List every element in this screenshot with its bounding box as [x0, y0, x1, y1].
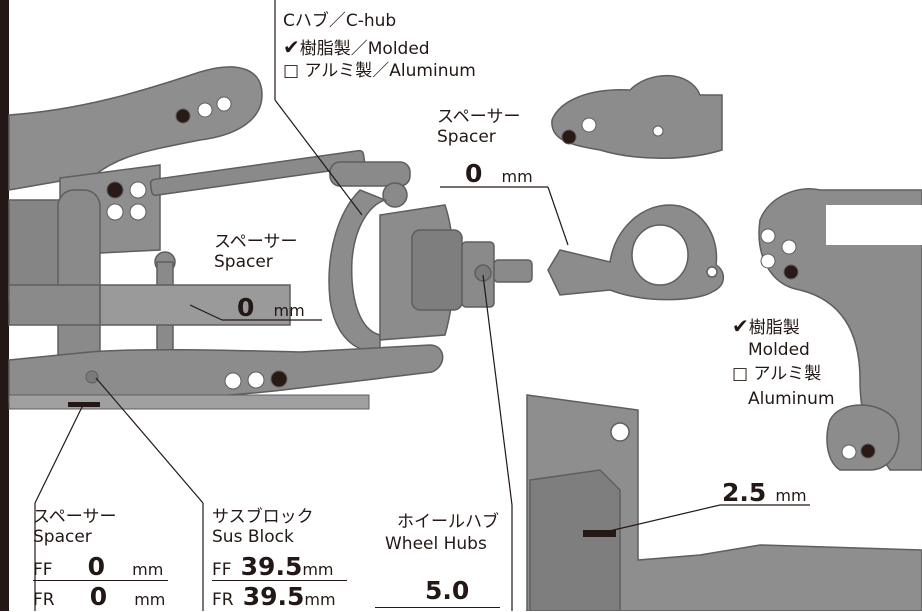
- rear-molded-en: Molded: [748, 340, 810, 360]
- check-mark-icon: ✔: [732, 314, 749, 338]
- spacer-top-jp: スペーサー: [437, 107, 521, 127]
- spacer-right-value: 2.5 mm: [722, 478, 807, 508]
- spacer-left-en: Spacer: [214, 252, 273, 272]
- row-unit: mm: [132, 560, 164, 579]
- spacer-left-value: 0 mm: [237, 293, 305, 323]
- sus-block-part: [8, 284, 291, 326]
- row-label: FR: [212, 590, 234, 610]
- row-value: 0: [89, 582, 108, 611]
- knuckle-top-part: [551, 74, 723, 159]
- spacer-left-jp: スペーサー: [214, 232, 298, 252]
- chassis-plate: [8, 394, 370, 410]
- rear-hub-aluminum: □ アルミ製: [732, 364, 822, 385]
- checkbox-empty-icon: □: [283, 61, 300, 81]
- spacer-left-unit: mm: [273, 301, 305, 320]
- spacer-top-number: 0: [465, 159, 483, 188]
- leader-lines: [34, 0, 810, 611]
- check-mark-icon: ✔: [283, 35, 300, 59]
- sus-block-row-fr: FR 39.5mm: [212, 582, 336, 612]
- knuckle-top-holes: [561, 117, 664, 145]
- chub-option-molded: ✔樹脂製／Molded: [283, 36, 430, 60]
- rear-aluminum-en: Aluminum: [748, 389, 835, 409]
- bottom-chassis-part: [526, 394, 922, 611]
- spacer-left-number: 0: [237, 293, 255, 322]
- spacer-table-divider: [33, 580, 168, 581]
- spacer-top-unit: mm: [501, 167, 533, 186]
- spacer-table-row-ff: FF 0 mm: [33, 552, 164, 582]
- sus-block-jp: サスブロック: [212, 507, 314, 527]
- rear-aluminum-jp: アルミ製: [753, 364, 822, 384]
- wheel-hubs-underline: [375, 607, 500, 608]
- sus-block-row-ff: FF 39.5mm: [212, 552, 334, 582]
- spacer-top-en: Spacer: [437, 127, 496, 147]
- row-value: 0: [87, 552, 106, 581]
- row-unit: mm: [304, 590, 336, 609]
- spacer-table-row-fr: FR 0 mm: [33, 582, 166, 612]
- spacer-right-unit: mm: [775, 486, 807, 505]
- rear-hub-molded: ✔樹脂製: [732, 315, 800, 339]
- chub-title: Cハブ／C-hub: [283, 11, 397, 31]
- spacer-table-jp: スペーサー: [33, 507, 117, 527]
- hub-carrier-part: [547, 204, 725, 301]
- row-label: FR: [33, 590, 55, 610]
- row-unit: mm: [302, 560, 334, 579]
- wheel-hubs-en: Wheel Hubs: [385, 534, 487, 554]
- spacer-top-value: 0 mm: [465, 159, 533, 189]
- sus-block-divider: [212, 580, 347, 581]
- spacer-marker-right: [583, 530, 616, 537]
- row-value: 39.5: [240, 552, 303, 581]
- rear-arm-holes: [760, 228, 876, 460]
- chub-aluminum-label: アルミ製／Aluminum: [304, 61, 476, 81]
- wheel-hubs-jp: ホイールハブ: [397, 512, 499, 532]
- sus-block-en: Sus Block: [212, 527, 294, 547]
- left-edge-bar: [0, 0, 9, 611]
- rear-molded-jp: 樹脂製: [748, 318, 800, 338]
- chub-molded-label: 樹脂製／Molded: [299, 39, 430, 59]
- row-label: FF: [33, 560, 53, 580]
- lower-arm-part: [8, 344, 444, 403]
- spacer-marker-left: [68, 402, 100, 407]
- lower-arm-holes: [85, 370, 288, 390]
- row-unit: mm: [134, 590, 166, 609]
- turnbuckle-rod: [149, 149, 411, 208]
- spacer-table-en: Spacer: [33, 527, 92, 547]
- wheel-hub-part: [461, 241, 533, 308]
- upper-arm-holes: [106, 96, 232, 221]
- wheel-hubs-value: 5.0: [425, 576, 470, 605]
- row-label: FF: [212, 560, 232, 580]
- spacer-right-number: 2.5: [722, 478, 767, 507]
- chub-option-aluminum: □ アルミ製／Aluminum: [283, 61, 476, 82]
- checkbox-empty-icon: □: [732, 364, 749, 384]
- c-hub-part: [328, 189, 463, 352]
- row-value: 39.5: [242, 582, 305, 611]
